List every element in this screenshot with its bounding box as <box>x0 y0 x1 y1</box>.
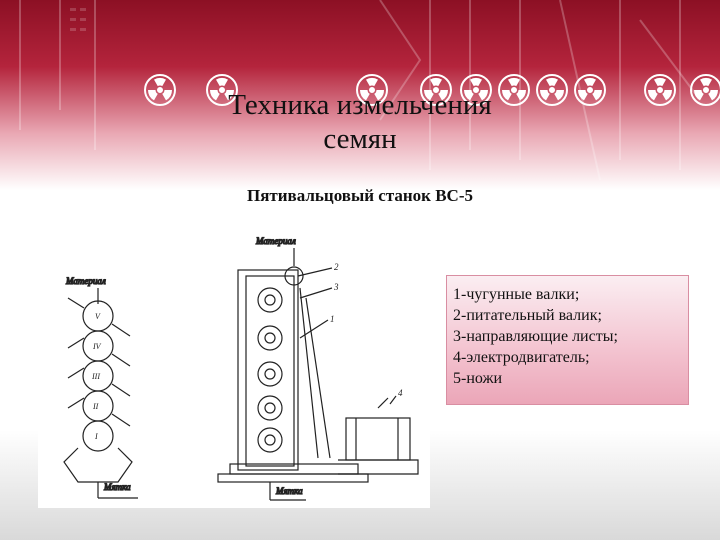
machine-top-label: Материал <box>255 236 296 246</box>
radiation-icon <box>644 74 676 106</box>
legend-item: 2-питательный валик; <box>453 307 602 324</box>
radiation-icon <box>420 74 452 106</box>
numeral-iii: III <box>91 372 100 381</box>
callout-1: 1 <box>330 314 335 324</box>
radiation-icon <box>574 74 606 106</box>
title-line-1: Техника измельчения <box>228 89 492 121</box>
title-line-2: семян <box>323 123 397 155</box>
machine-elevation: Материал Мятка <box>217 235 419 501</box>
radiation-icon <box>498 74 530 106</box>
machine-drawing: Материал Мятка V IV III II I Материал <box>63 235 419 501</box>
radiation-icon <box>144 74 176 106</box>
numeral-ii: II <box>92 402 99 411</box>
roller-i <box>82 420 114 452</box>
radiation-icon <box>460 74 492 106</box>
numeral-v: V <box>95 312 101 321</box>
scheme-bottom-label: Мятка <box>103 482 131 492</box>
slide-title: Техника измельчения семян <box>150 88 570 156</box>
radiation-icon <box>356 74 388 106</box>
radiation-icon <box>536 74 568 106</box>
radiation-icon <box>690 74 720 106</box>
callout-4: 4 <box>398 388 403 398</box>
legend-box: 1-чугунные валки; 2-питательный валик; 3… <box>446 275 689 405</box>
legend-item: 3-направляющие листы; <box>453 328 618 345</box>
radiation-icon <box>206 74 238 106</box>
legend-item: 4-электродвигатель; <box>453 349 590 366</box>
slide-subtitle: Пятивальцовый станок ВС-5 <box>246 186 473 205</box>
numeral-i: I <box>94 432 98 441</box>
roller-scheme: Материал Мятка <box>63 275 138 499</box>
machine-figure: Материал Мятка V IV III II I Материал <box>38 228 430 508</box>
legend-item: 1-чугунные валки; <box>453 286 580 303</box>
callout-2: 2 <box>334 262 339 272</box>
machine-bottom-label: Мятка <box>275 486 303 496</box>
scheme-top-label: Материал <box>65 276 106 286</box>
feed-roller <box>284 266 304 286</box>
legend-item: 5-ножи <box>453 370 503 387</box>
numeral-iv: IV <box>92 342 102 351</box>
callout-3: 3 <box>333 282 339 292</box>
